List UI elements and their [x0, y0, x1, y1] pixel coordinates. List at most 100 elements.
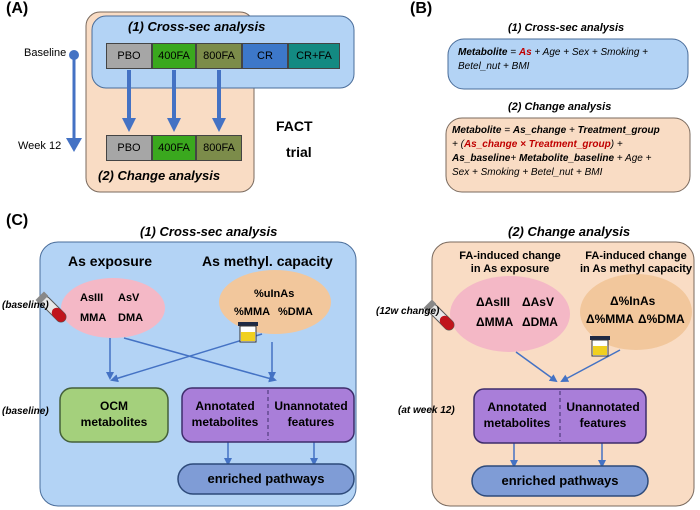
timeline-arrowhead: [66, 138, 82, 152]
urine-cup-icon-r: [590, 336, 610, 357]
d-asiii-label: ΔAsIII: [476, 295, 510, 309]
cf-plus2: +: [510, 153, 519, 164]
a-change-title: (2) Change analysis: [98, 168, 221, 183]
cf-plus: +: [566, 125, 578, 136]
cf-met-baseline: Metabolite_baseline: [519, 153, 615, 164]
change-formula: Metabolite = As_change + Treatment_group…: [452, 124, 688, 180]
formula-as: As: [518, 47, 532, 58]
pinas-label: %uInAs: [254, 288, 295, 300]
arrow-fa-methyl: [560, 349, 621, 382]
d-pdma-label: Δ%DMA: [638, 312, 685, 326]
panel-b-label: (B): [410, 0, 433, 17]
arrow-fa-exposure: [515, 351, 558, 383]
annotated-label-2: metabolites: [191, 415, 259, 429]
cf-as-change: As_change: [512, 125, 567, 136]
d-pmma-label: Δ%MMA: [586, 312, 634, 326]
formula-covars: + Age + Sex + Smoking +: [531, 47, 649, 58]
arm-cr: CR: [242, 43, 288, 69]
fa-methyl-title-1: FA-induced change: [585, 250, 687, 262]
mma-label: MMA: [80, 312, 107, 324]
d-dma-label: ΔDMA: [522, 315, 558, 329]
fact-label: FACT: [276, 118, 313, 134]
enriched-label: enriched pathways: [207, 471, 325, 486]
as-methyl-ellipse: [219, 270, 331, 334]
arm-crfa: CR+FA: [288, 43, 340, 69]
change-formula-box: [445, 117, 691, 193]
enriched-label-r: enriched pathways: [501, 473, 619, 488]
baseline-label: Baseline: [24, 47, 67, 59]
fa-exposure-title-1: FA-induced change: [459, 250, 561, 262]
formula-eq: =: [507, 47, 519, 58]
unannotated-label-1: Unannotated: [274, 399, 348, 413]
annotated-label-r-1: Annotated: [487, 400, 547, 414]
cf-close: ) +: [610, 139, 623, 150]
as-methyl-title: As methyl. capacity: [202, 253, 333, 269]
cross-formula-box: [447, 38, 689, 90]
a-cross-sec-title: (1) Cross-sec analysis: [128, 19, 266, 34]
cf-age: + Age +: [614, 153, 652, 164]
arm-pbo: PBO: [106, 43, 152, 69]
fa-methyl-title-2: in As methyl capacity: [579, 263, 693, 275]
unannotated-label-r-1: Unannotated: [566, 400, 640, 414]
d-pinas-label: Δ%InAs: [610, 294, 656, 308]
cf-treatment: Treatment_group: [577, 125, 660, 136]
asiii-label: AsIII: [80, 292, 104, 304]
blood-tube-icon-r: [423, 299, 455, 331]
pmma-label: %MMA: [234, 306, 271, 318]
fa-exposure-title-2: in As exposure: [470, 263, 550, 275]
panel-a-label: (A): [6, 0, 29, 17]
unannotated-label: Unannotated features: [268, 398, 354, 430]
fa-methyl-ellipse: [580, 274, 692, 350]
arm-400fa: 400FA: [152, 43, 196, 69]
cf-metabolite: Metabolite: [452, 125, 502, 136]
cf-open: + (: [452, 139, 464, 150]
ocm-label-1: OCM: [100, 399, 128, 413]
blood-tube-icon: [35, 291, 67, 323]
arrow-methyl-ocm: [110, 333, 263, 383]
arm-pbo-w12: PBO: [106, 135, 152, 161]
baseline-dot: [69, 50, 79, 60]
urine-cup-icon: [238, 322, 258, 343]
dma-label: DMA: [118, 312, 144, 324]
annotated-label-r: Annotated metabolites: [474, 399, 560, 431]
b-change-title: (2) Change analysis: [508, 101, 612, 113]
arm-400fa-w12: 400FA: [152, 135, 196, 161]
unannotated-label-2: features: [287, 415, 335, 429]
c-left-title: (1) Cross-sec analysis: [140, 224, 278, 239]
unannotated-label-r-2: features: [579, 416, 627, 430]
asv-label: AsV: [118, 292, 140, 304]
fa-exposure-ellipse: [450, 276, 570, 352]
cf-interaction: As_change × Treatment_group: [463, 139, 611, 150]
atweek12-label: (at week 12): [398, 405, 455, 416]
panel-c-label: (C): [6, 212, 29, 229]
d-asv-label: ΔAsV: [522, 295, 554, 309]
c-right-title: (2) Change analysis: [508, 224, 631, 239]
w12change-label: (12w change): [376, 306, 440, 317]
annotated-label: Annotated metabolites: [182, 398, 268, 430]
cross-formula: Metabolite = As + Age + Sex + Smoking +B…: [458, 46, 686, 74]
arm-800fa: 800FA: [196, 43, 242, 69]
baseline-label-1: (baseline): [2, 300, 49, 311]
cf-rest: Sex + Smoking + Betel_nut + BMI: [452, 167, 603, 178]
baseline-label-2: (baseline): [2, 406, 49, 417]
arm-800fa-w12: 800FA: [196, 135, 242, 161]
annotated-label-1: Annotated: [195, 399, 255, 413]
annotated-label-r-2: metabolites: [483, 416, 551, 430]
b-cross-title: (1) Cross-sec analysis: [508, 22, 625, 34]
cf-eq: =: [501, 125, 513, 136]
d-mma-label: ΔMMA: [476, 315, 514, 329]
as-exposure-title: As exposure: [68, 253, 153, 269]
week12-label: Week 12: [18, 140, 62, 152]
ocm-label: OCM metabolites: [60, 398, 168, 430]
arrow-exposure-ann: [123, 337, 277, 383]
formula-covars2: Betel_nut + BMI: [458, 61, 530, 72]
enriched-node: [177, 463, 355, 495]
enriched-node-r: [471, 465, 649, 497]
unannotated-label-r: Unannotated features: [560, 399, 646, 431]
ocm-label-2: metabolites: [80, 415, 148, 429]
trial-label: trial: [286, 144, 312, 160]
